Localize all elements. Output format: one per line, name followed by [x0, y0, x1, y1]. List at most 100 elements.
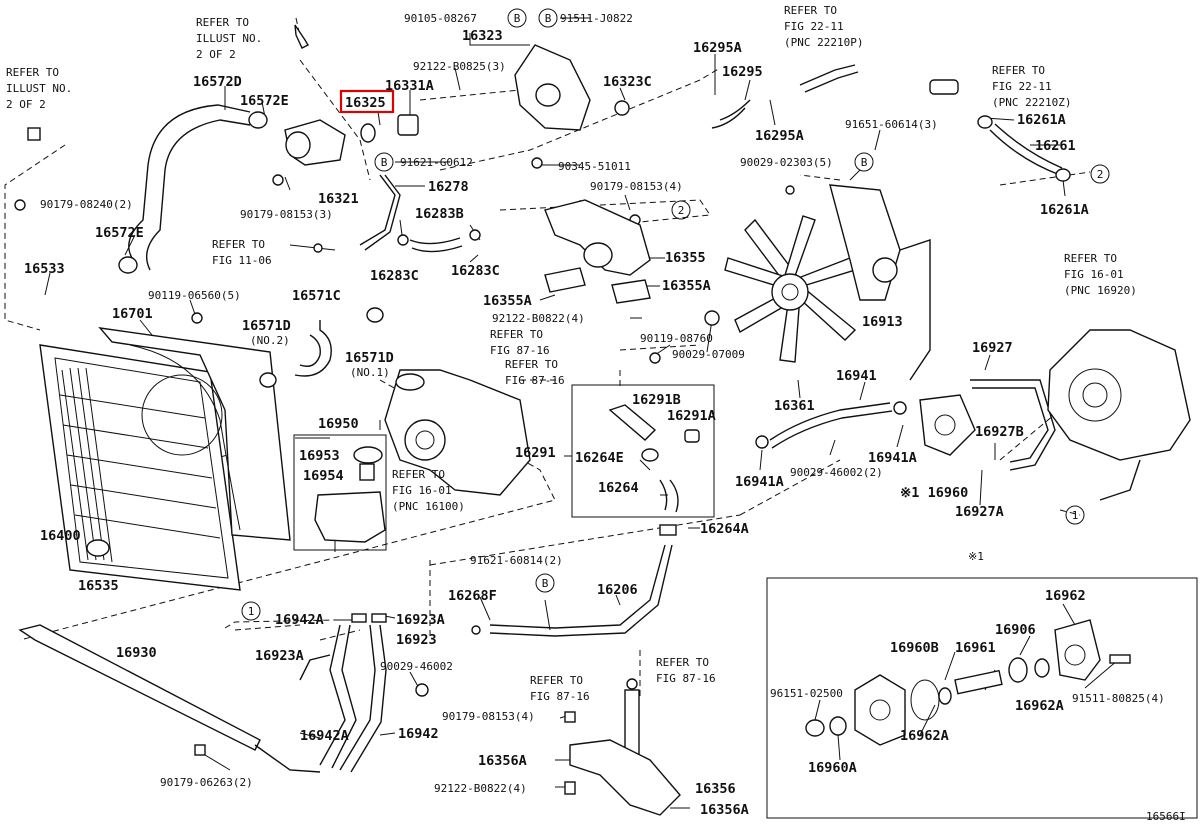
part-label[interactable]: 16321	[318, 191, 359, 207]
part-label[interactable]: 16323C	[603, 74, 652, 90]
part-label[interactable]: 92122-B0825(3)	[413, 60, 506, 73]
refer-note: REFER TO ILLUST NO. 2 OF 2	[6, 66, 79, 111]
part-label[interactable]: 90179-08153(3)	[240, 208, 333, 221]
callout-label: B	[381, 156, 388, 169]
part-label[interactable]: 16331A	[385, 78, 434, 94]
part-label[interactable]: 90179-08153(4)	[442, 710, 535, 723]
part-label[interactable]: ※1 16960	[900, 485, 968, 501]
part-label[interactable]: 16356A	[700, 802, 749, 818]
part-label[interactable]: 16295A	[693, 40, 742, 56]
part-label[interactable]: 16571D	[242, 318, 291, 334]
part-label[interactable]: 16283C	[370, 268, 419, 284]
part-label[interactable]: 16264	[598, 480, 639, 496]
part-label[interactable]: 16355A	[662, 278, 711, 294]
part-label[interactable]: 16283C	[451, 263, 500, 279]
part-label[interactable]: 16960B	[890, 640, 939, 656]
part-label[interactable]: 16356A	[478, 753, 527, 769]
part-label[interactable]: 90345-51011	[558, 160, 631, 173]
part-label[interactable]: 16962	[1045, 588, 1086, 604]
part-label[interactable]: 90119-08760	[640, 332, 713, 345]
part-label[interactable]: 16942	[398, 726, 439, 742]
part-label[interactable]: 16268F	[448, 588, 497, 604]
part-label[interactable]: 16572E	[95, 225, 144, 241]
part-label[interactable]: 16533	[24, 261, 65, 277]
part-label[interactable]: 16261A	[1017, 112, 1066, 128]
part-label[interactable]: 91511-J0822	[560, 12, 633, 25]
part-label[interactable]: 16950	[318, 416, 359, 432]
part-label[interactable]: 91511-80825(4)	[1072, 692, 1165, 705]
part-label[interactable]: 16291A	[667, 408, 716, 424]
part-label[interactable]: 16954	[303, 468, 344, 484]
part-label[interactable]: (NO.2)	[250, 334, 290, 347]
part-label[interactable]: 90105-08267	[404, 12, 477, 25]
part-label[interactable]: 16942A	[300, 728, 349, 744]
part-label[interactable]: 16941A	[868, 450, 917, 466]
part-label[interactable]: 90029-02303(5)	[740, 156, 833, 169]
sheet-id: 16566I	[1146, 810, 1186, 823]
part-label[interactable]: 16913	[862, 314, 903, 330]
part-label[interactable]: 16953	[299, 448, 340, 464]
part-label[interactable]: 16264E	[575, 450, 624, 466]
highlight-box	[339, 89, 395, 114]
part-label[interactable]: 16942A	[275, 612, 324, 628]
vacuum-hoses	[531, 64, 1071, 226]
callout-b	[507, 8, 527, 28]
part-label[interactable]: 90179-08153(4)	[590, 180, 683, 193]
part-label[interactable]: 16361	[774, 398, 815, 414]
part-label[interactable]: 16571C	[292, 288, 341, 304]
part-label[interactable]: 16206	[597, 582, 638, 598]
part-label[interactable]: 16356	[695, 781, 736, 797]
part-label[interactable]: 91621-60814(2)	[470, 554, 563, 567]
part-label[interactable]: 16264A	[700, 521, 749, 537]
part-label[interactable]: 16962A	[900, 728, 949, 744]
part-label[interactable]: 91651-60614(3)	[845, 118, 938, 131]
part-label[interactable]: 90119-06560(5)	[148, 289, 241, 302]
part-label[interactable]: 16261A	[1040, 202, 1089, 218]
part-label[interactable]: 16923A	[255, 648, 304, 664]
part-label[interactable]: 16355	[665, 250, 706, 266]
part-label[interactable]: 16571D	[345, 350, 394, 366]
radiator	[39, 344, 241, 591]
part-label[interactable]: 16941	[836, 368, 877, 384]
callout-b	[374, 152, 394, 172]
part-label[interactable]: 92122-B0822(4)	[434, 782, 527, 795]
part-label[interactable]: 16261	[1035, 138, 1076, 154]
part-label[interactable]: 90029-46002	[380, 660, 453, 673]
part-label[interactable]: 16962A	[1015, 698, 1064, 714]
part-label[interactable]: 16572E	[240, 93, 289, 109]
part-label[interactable]: 16400	[40, 528, 81, 544]
part-label[interactable]: 16355A	[483, 293, 532, 309]
part-label[interactable]: 16295A	[755, 128, 804, 144]
part-label[interactable]: (NO.1)	[350, 366, 390, 379]
part-label[interactable]: 16291B	[632, 392, 681, 408]
part-label[interactable]: 16960A	[808, 760, 857, 776]
part-label[interactable]: 16295	[722, 64, 763, 80]
part-label[interactable]: 16927B	[975, 424, 1024, 440]
part-label[interactable]: 16278	[428, 179, 469, 195]
part-label[interactable]: 16323	[462, 28, 503, 44]
part-label[interactable]: ※1	[968, 550, 984, 563]
part-label[interactable]: 16927A	[955, 504, 1004, 520]
part-label[interactable]: 92122-B0822(4)	[492, 312, 585, 325]
part-label[interactable]: 16941A	[735, 474, 784, 490]
part-label[interactable]: 16961	[955, 640, 996, 656]
part-label[interactable]: 16325	[345, 95, 386, 111]
part-label[interactable]: 90029-07009	[672, 348, 745, 361]
part-label[interactable]: 16572D	[193, 74, 242, 90]
part-label[interactable]: 91621-G0612	[400, 156, 473, 169]
part-label[interactable]: 16923A	[396, 612, 445, 628]
part-label[interactable]: 16535	[78, 578, 119, 594]
part-label[interactable]: 96151-02500	[770, 687, 843, 700]
refer-note: REFER TO FIG 11-06	[212, 238, 272, 267]
part-label[interactable]: 90179-08240(2)	[40, 198, 133, 211]
part-label[interactable]: 16701	[112, 306, 153, 322]
part-label[interactable]: 90179-06263(2)	[160, 776, 253, 789]
part-labels[interactable]: 16325 16323 90105-08267 91511-J0822 9212…	[24, 12, 1186, 823]
part-label[interactable]: 16927	[972, 340, 1013, 356]
part-label[interactable]: 16906	[995, 622, 1036, 638]
part-label[interactable]: 16930	[116, 645, 157, 661]
part-label[interactable]: 16923	[396, 632, 437, 648]
part-label[interactable]: 16291	[515, 445, 556, 461]
part-label[interactable]: 16283B	[415, 206, 464, 222]
part-label[interactable]: 90029-46002(2)	[790, 466, 883, 479]
